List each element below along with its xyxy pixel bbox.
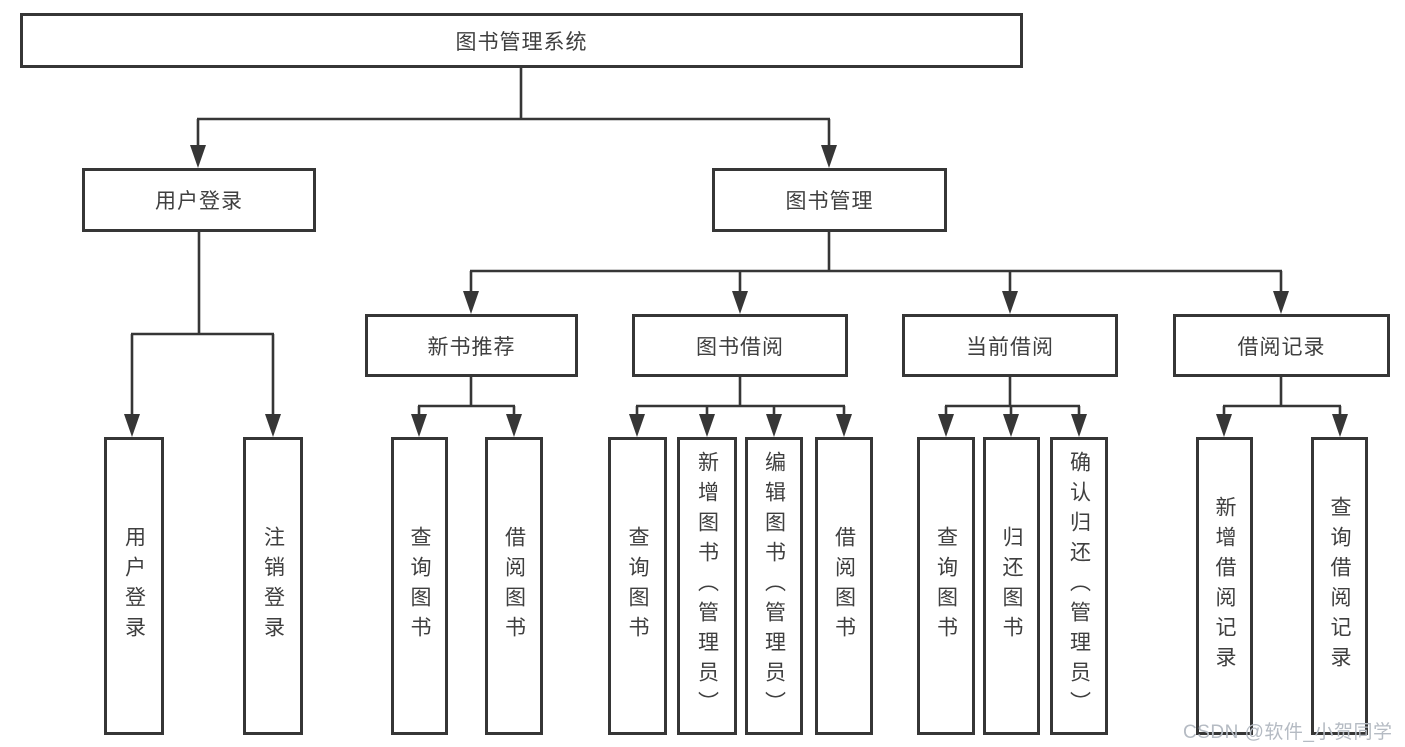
leaf-current-query-books: 查询图书: [917, 437, 975, 735]
leaf-recommend-borrow-books: 借阅图书: [485, 437, 543, 735]
node-borrow-records: 借阅记录: [1173, 314, 1390, 377]
leaf-recommend-query-books: 查询图书: [391, 437, 448, 735]
node-new-book-recommend: 新书推荐: [365, 314, 578, 377]
node-library-management-system: 图书管理系统: [20, 13, 1023, 68]
leaf-borrow-books: 借阅图书: [815, 437, 873, 735]
node-current-borrow: 当前借阅: [902, 314, 1118, 377]
leaf-query-borrow-record: 查询借阅记录: [1311, 437, 1368, 735]
leaf-logout: 注销登录: [243, 437, 303, 735]
leaf-return-books: 归还图书: [983, 437, 1040, 735]
leaf-user-login: 用户登录: [104, 437, 164, 735]
csdn-watermark: CSDN @软件_小贺同学: [1183, 722, 1393, 743]
leaf-add-borrow-record: 新增借阅记录: [1196, 437, 1253, 735]
leaf-borrow-query-books: 查询图书: [608, 437, 667, 735]
node-book-borrow: 图书借阅: [632, 314, 848, 377]
node-user-login: 用户登录: [82, 168, 316, 232]
leaf-confirm-return-admin: 确认归还（管理员）: [1050, 437, 1108, 735]
node-book-management: 图书管理: [712, 168, 947, 232]
leaf-edit-books-admin: 编辑图书（管理员）: [745, 437, 803, 735]
leaf-add-books-admin: 新增图书（管理员）: [677, 437, 737, 735]
